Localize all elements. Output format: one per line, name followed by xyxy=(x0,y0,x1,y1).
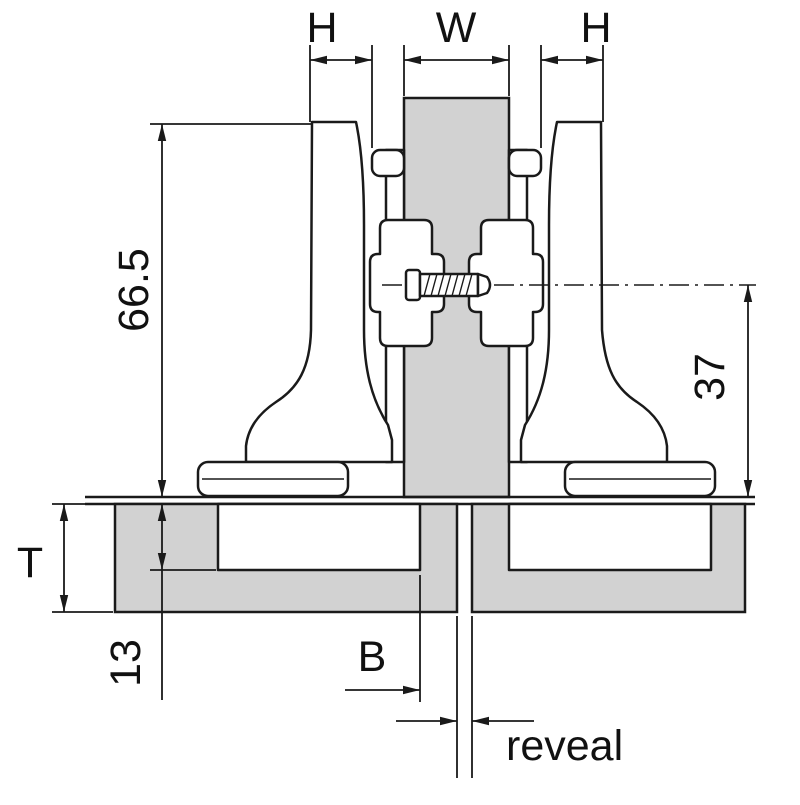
right-hinge-top-hook xyxy=(507,148,543,178)
right-hinge xyxy=(467,120,717,498)
screw-threads xyxy=(423,273,473,297)
left-hinge-top-hook xyxy=(370,148,406,178)
dim-label-h-left: H xyxy=(306,4,337,52)
dimension-top: H W H xyxy=(306,4,612,148)
dim-label-b: B xyxy=(358,633,387,681)
dim-label-w: W xyxy=(436,4,477,52)
dim-label-37: 37 xyxy=(686,353,734,401)
screw-tip xyxy=(476,272,492,298)
right-hinge-mount-plate xyxy=(467,218,545,348)
left-door-cup-recess xyxy=(216,502,422,572)
connecting-screw xyxy=(404,268,492,302)
dimension-reveal: reveal xyxy=(396,616,623,778)
dim-label-reveal: reveal xyxy=(506,722,623,770)
dimension-66-5: 66.5 xyxy=(110,123,312,497)
right-hinge-arm xyxy=(519,120,669,464)
dimension-t: T xyxy=(17,503,113,613)
left-hinge-arm xyxy=(244,120,394,464)
screw-head xyxy=(404,268,422,302)
dimension-b: B xyxy=(345,575,421,702)
dim-label-66-5: 66.5 xyxy=(110,248,158,332)
right-door-cup-recess xyxy=(507,502,713,572)
dim-label-t: T xyxy=(17,539,43,587)
dim-label-13: 13 xyxy=(102,639,150,687)
dimension-37: 37 xyxy=(686,285,753,497)
dimension-13: 13 xyxy=(102,504,216,700)
dim-label-h-right: H xyxy=(580,4,611,52)
